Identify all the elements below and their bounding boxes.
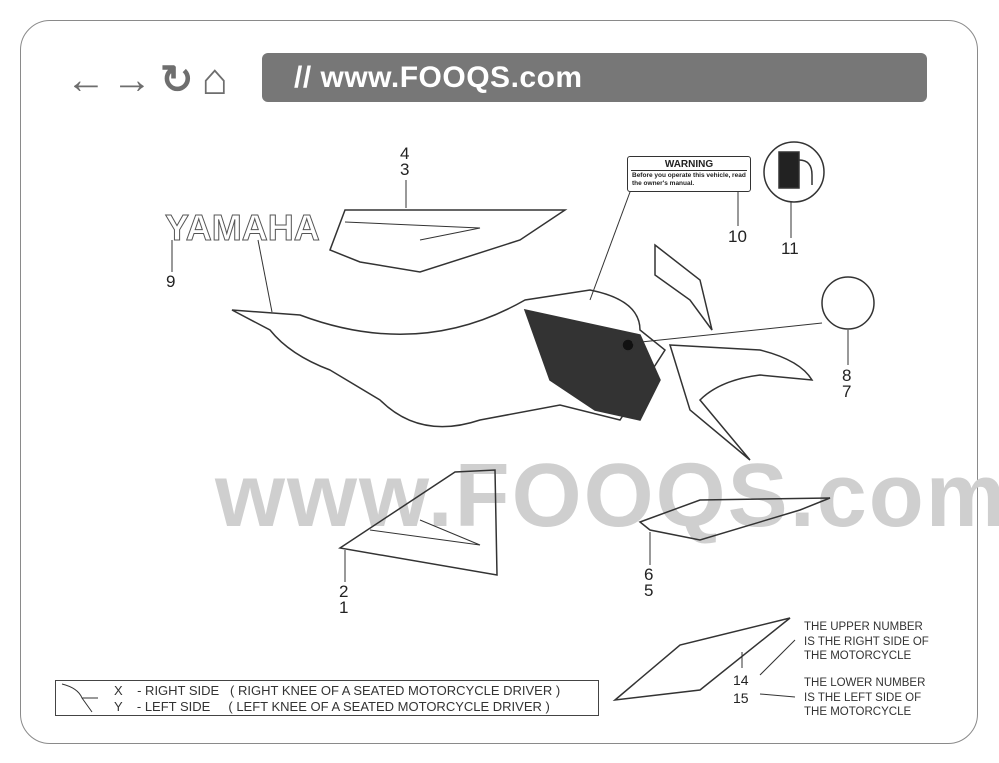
callout-10: 10 — [728, 227, 747, 246]
diagram-frame — [20, 20, 978, 744]
note-line: THE MOTORCYCLE — [804, 706, 912, 718]
fuel-label-part-11 — [763, 141, 825, 203]
forward-button[interactable]: → — [112, 58, 152, 102]
decal-part-5-6 — [638, 497, 831, 541]
decal-part-1-2 — [338, 469, 498, 576]
warning-title: WARNING — [631, 159, 747, 171]
callout-6: 6 — [644, 565, 654, 584]
back-button[interactable]: ← — [66, 58, 106, 102]
note-lower-number: THE LOWER NUMBER IS THE LEFT SIDE OF THE… — [804, 676, 925, 720]
note-line: IS THE RIGHT SIDE OF — [804, 635, 929, 648]
url-text: // www.FOOQS.com — [294, 61, 583, 94]
legend-right-side: X - RIGHT SIDE ( RIGHT KNEE OF A SEATED … — [114, 683, 561, 698]
decal-side-panel — [523, 308, 661, 421]
decal-part-7-8 — [821, 276, 875, 330]
front-fairing-outline — [668, 344, 814, 461]
decal-part-3-4 — [329, 209, 568, 273]
side-legend: X - RIGHT SIDE ( RIGHT KNEE OF A SEATED … — [55, 680, 599, 716]
windscreen-decal — [654, 243, 713, 331]
side-cowl-outline — [231, 289, 666, 428]
yamaha-logo-decal: YAMAHA — [165, 207, 320, 248]
note-line: THE LOWER NUMBER — [804, 677, 926, 689]
decal-part-14-15 — [612, 617, 791, 702]
callout-14: 14 — [733, 672, 749, 688]
note-line: THE UPPER NUMBER — [804, 621, 923, 633]
callout-5: 5 — [644, 581, 654, 600]
callout-8: 8 — [842, 366, 852, 385]
warning-text: Before you operate this vehicle, read th… — [632, 172, 746, 187]
callout-1: 1 — [339, 598, 349, 617]
nav-buttons: ← → ↻ ⌂ — [66, 55, 229, 104]
callout-9: 9 — [166, 272, 176, 291]
warning-label-part-10: WARNING Before you operate this vehicle,… — [627, 156, 751, 192]
home-button[interactable]: ⌂ — [201, 55, 229, 104]
note-upper-number: THE UPPER NUMBER IS THE RIGHT SIDE OF TH… — [804, 620, 929, 664]
reload-button[interactable]: ↻ — [160, 58, 194, 102]
callout-2: 2 — [339, 582, 349, 601]
legend-left-side: Y - LEFT SIDE ( LEFT KNEE OF A SEATED MO… — [114, 699, 550, 714]
callout-7: 7 — [842, 382, 852, 401]
callout-4: 4 — [400, 144, 410, 163]
watermark: www.FOOQS.com — [215, 446, 999, 546]
callout-11: 11 — [781, 239, 799, 258]
callout-3: 3 — [400, 160, 410, 179]
callout-15: 15 — [733, 690, 749, 706]
address-bar[interactable]: // www.FOOQS.com — [262, 53, 927, 102]
note-line: IS THE LEFT SIDE OF — [804, 691, 922, 704]
note-line: THE MOTORCYCLE — [804, 650, 912, 662]
